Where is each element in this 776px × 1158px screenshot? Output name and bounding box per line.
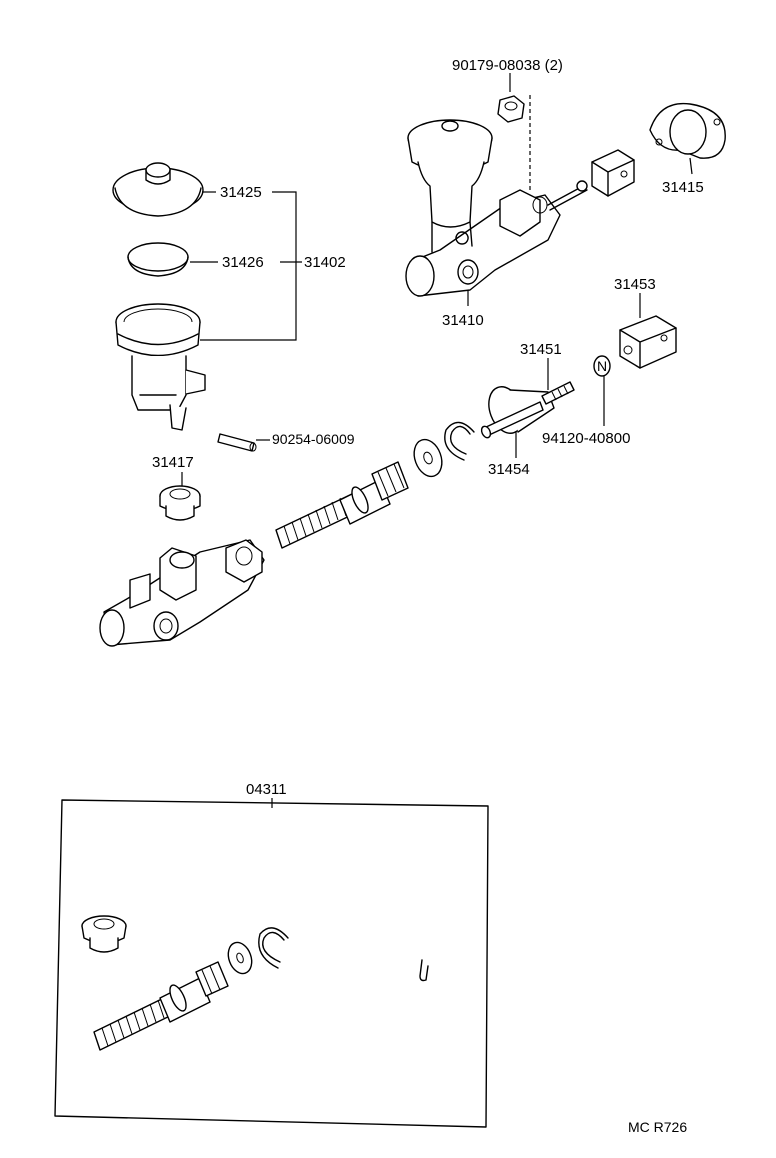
cylinder-body xyxy=(99,539,265,647)
svg-text:N: N xyxy=(597,358,607,374)
label-31415: 31415 xyxy=(662,179,704,196)
snap-ring xyxy=(444,421,475,461)
kit-pin xyxy=(419,959,429,982)
clevis-31453 xyxy=(619,315,677,369)
label-31453: 31453 xyxy=(614,276,656,293)
nut-94120: N xyxy=(593,355,611,377)
diaphragm-31426 xyxy=(127,242,189,277)
label-90254: 90254-06009 xyxy=(272,431,355,447)
label-04311: 04311 xyxy=(246,781,287,798)
label-31417: 31417 xyxy=(152,454,194,471)
kit-washer xyxy=(227,941,253,975)
diagram-code: MC R726 xyxy=(628,1119,687,1135)
leader-lines xyxy=(181,73,693,486)
label-31426: 31426 xyxy=(222,254,264,271)
kit-plug xyxy=(81,915,127,953)
push-rod-31451 xyxy=(480,381,575,439)
gasket-31415 xyxy=(649,102,726,159)
piston-spring-assembly xyxy=(275,461,409,549)
pin-90254 xyxy=(217,433,257,452)
label-31451: 31451 xyxy=(520,341,562,358)
label-31454: 31454 xyxy=(488,461,530,478)
kit-04311-box: 04311 xyxy=(54,781,489,1128)
label-31410: 31410 xyxy=(442,312,484,329)
label-94120: 94120-40800 xyxy=(542,430,630,447)
master-cylinder-assembly xyxy=(405,95,635,297)
label-31402: 31402 xyxy=(304,254,346,271)
washer xyxy=(413,438,443,478)
label-31425: 31425 xyxy=(220,184,262,201)
plug-31417 xyxy=(159,485,201,521)
reservoir-cap-31425 xyxy=(112,162,204,217)
kit-snap-ring xyxy=(258,927,289,969)
reservoir-body xyxy=(115,303,206,431)
label-90179: 90179-08038 (2) xyxy=(452,57,563,74)
kit-piston-spring xyxy=(93,961,229,1051)
